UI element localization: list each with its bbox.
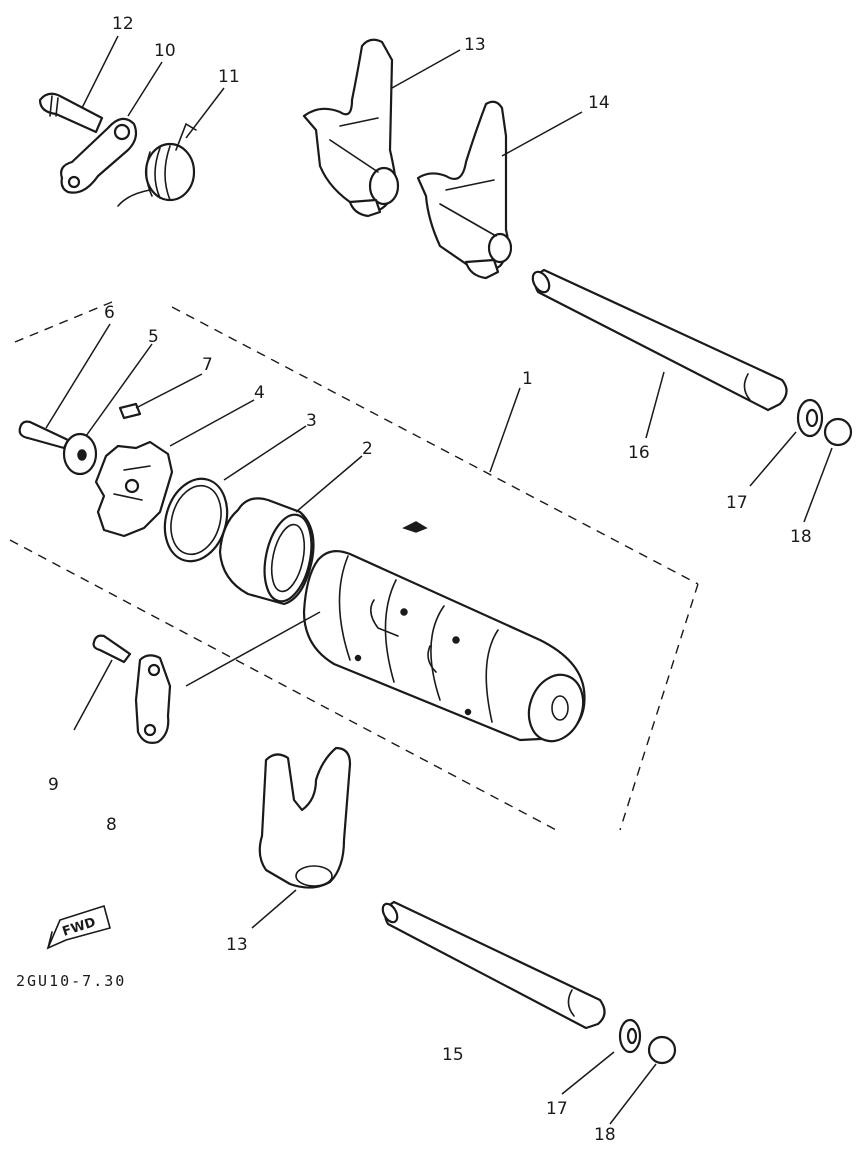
callout-15: 15: [442, 1045, 464, 1065]
callout-13-lower: 13: [226, 935, 248, 955]
part-13-shift-fork-lower: [258, 746, 352, 889]
part-13-shift-fork-upper: [302, 38, 400, 218]
part-10-shift-arm: [60, 117, 138, 194]
part-18-cap-lower: [647, 1035, 677, 1065]
part-4-segment: [94, 440, 174, 538]
part-14-shift-fork: [416, 100, 513, 280]
callout-2: 2: [362, 439, 373, 459]
callout-14: 14: [588, 93, 610, 113]
part-17-circlip-lower: [618, 1018, 642, 1054]
callout-4: 4: [254, 383, 265, 403]
fwd-arrow-icon: FWD: [46, 904, 111, 950]
callout-12: 12: [112, 14, 134, 34]
part-2-bearing: [218, 497, 315, 606]
part-12-pin: [38, 92, 104, 134]
callout-3: 3: [306, 411, 317, 431]
callout-8: 8: [106, 815, 117, 835]
drawing-code: 2GU10-7.30: [16, 972, 126, 990]
callout-1: 1: [522, 369, 533, 389]
part-16-guide-bar: [531, 268, 788, 412]
part-5-washer: [62, 432, 98, 476]
part-7-dowel-pin: [118, 402, 142, 420]
part-9-pin: [92, 634, 132, 664]
callout-17-lower: 17: [546, 1099, 568, 1119]
part-8-stopper-lever: [134, 654, 172, 744]
callout-16: 16: [628, 443, 650, 463]
part-6-screw: [18, 420, 70, 450]
assembly-boundary: [9, 301, 699, 833]
part-17-circlip-upper: [796, 398, 824, 438]
callout-18-upper: 18: [790, 527, 812, 547]
callout-6: 6: [104, 303, 115, 323]
leader-lines: [45, 35, 833, 1125]
callout-9: 9: [48, 775, 59, 795]
callout-13-upper: 13: [464, 35, 486, 55]
center-marker: [402, 521, 428, 533]
callout-17-upper: 17: [726, 493, 748, 513]
callout-10: 10: [154, 41, 176, 61]
callout-5: 5: [148, 327, 159, 347]
part-1-shift-drum: [302, 549, 586, 743]
callout-18-lower: 18: [594, 1125, 616, 1145]
callout-11: 11: [218, 67, 240, 87]
callout-7: 7: [202, 355, 213, 375]
part-3-ring: [163, 477, 229, 563]
part-15-guide-bar: [381, 900, 606, 1030]
part-18-cap-upper: [823, 417, 853, 447]
